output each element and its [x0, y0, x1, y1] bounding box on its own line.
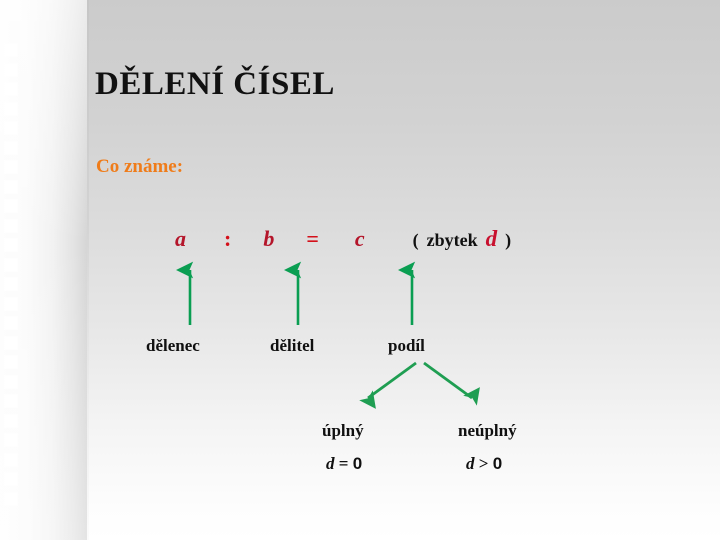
label-quotient-partial: neúplný: [458, 421, 517, 440]
formula-term-c: c: [354, 226, 365, 251]
sidebar-square: [5, 141, 17, 154]
remainder-paren-open: (: [412, 230, 419, 250]
sidebar-square: [5, 258, 17, 271]
sidebar-square: [5, 473, 17, 485]
sidebar-square: [5, 336, 17, 349]
condition-partial: d > 0: [466, 454, 502, 474]
formula-operator-equals: =: [306, 226, 319, 251]
label-dividend: dělenec: [146, 336, 200, 355]
sidebar-square: [5, 200, 17, 212]
condition-full: d = 0: [326, 454, 362, 474]
sidebar-square: [5, 414, 17, 427]
page-title: DĚLENÍ ČÍSEL: [95, 66, 335, 102]
label-quotient: podíl: [388, 336, 425, 355]
condition-partial-value: 0: [492, 454, 503, 473]
formula-operator-colon: :: [224, 226, 232, 251]
condition-partial-d: d: [466, 454, 475, 473]
sidebar-square: [5, 356, 17, 368]
sidebar-square: [5, 180, 17, 193]
formula-term-b: b: [263, 226, 275, 251]
sidebar-square-strip: [5, 44, 19, 514]
division-formula: a : b = c ( zbytek d ): [175, 226, 511, 252]
sidebar-square: [5, 122, 17, 134]
sidebar-square: [5, 492, 17, 505]
sidebar-square: [5, 83, 17, 95]
sidebar-square: [5, 297, 17, 310]
label-quotient-full: úplný: [322, 421, 364, 440]
label-divisor: dělitel: [270, 336, 315, 355]
formula-term-a: a: [175, 226, 186, 251]
condition-full-operator: =: [338, 454, 349, 473]
sidebar-square: [5, 239, 17, 251]
section-subtitle: Co známe:: [96, 156, 184, 177]
sidebar-square: [5, 453, 17, 466]
condition-full-value: 0: [352, 454, 363, 473]
formula-term-d: d: [485, 226, 498, 251]
condition-partial-operator: >: [478, 454, 489, 473]
sidebar-square: [5, 44, 17, 56]
sidebar-square: [5, 317, 17, 329]
sidebar-square: [5, 161, 17, 173]
sidebar-square: [5, 102, 17, 115]
remainder-paren-close: ): [505, 230, 512, 250]
sidebar-square: [5, 434, 17, 446]
sidebar-square: [5, 375, 17, 388]
arrow-down-left-full: [359, 361, 417, 409]
sidebar-square: [5, 63, 17, 76]
left-band-edge: [87, 0, 89, 540]
sidebar-square: [5, 219, 17, 232]
arrow-down-right-partial: [423, 361, 480, 406]
sidebar-square: [5, 278, 17, 290]
sidebar-square: [5, 395, 17, 407]
remainder-word: zbytek: [426, 230, 478, 250]
condition-full-d: d: [326, 454, 335, 473]
